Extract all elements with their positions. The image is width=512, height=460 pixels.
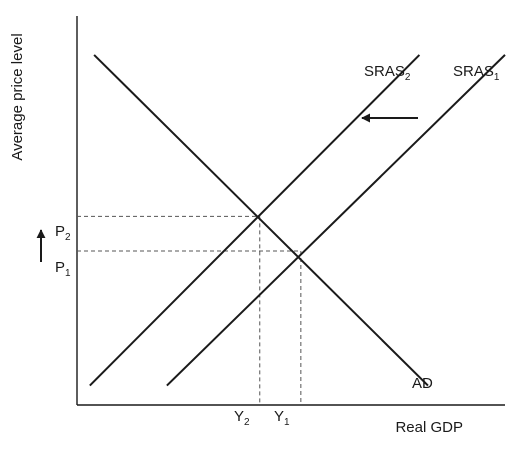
ad-curve (93, 54, 429, 387)
equilibrium-guides (77, 215, 302, 405)
x-axis-label: Real GDP (395, 419, 463, 436)
sras2-label: SRAS2 (364, 63, 411, 83)
y2-tick-label: Y2 (234, 408, 250, 428)
p1-tick-label: P1 (55, 259, 71, 279)
sras1-label: SRAS1 (453, 63, 500, 83)
sras1-curve (166, 54, 506, 387)
y-axis-label: Average price level (9, 33, 26, 160)
sras2-curve (89, 54, 421, 387)
p2-tick-label: P2 (55, 223, 71, 243)
y1-tick-label: Y1 (274, 408, 290, 428)
ad-label: AD (412, 375, 433, 392)
